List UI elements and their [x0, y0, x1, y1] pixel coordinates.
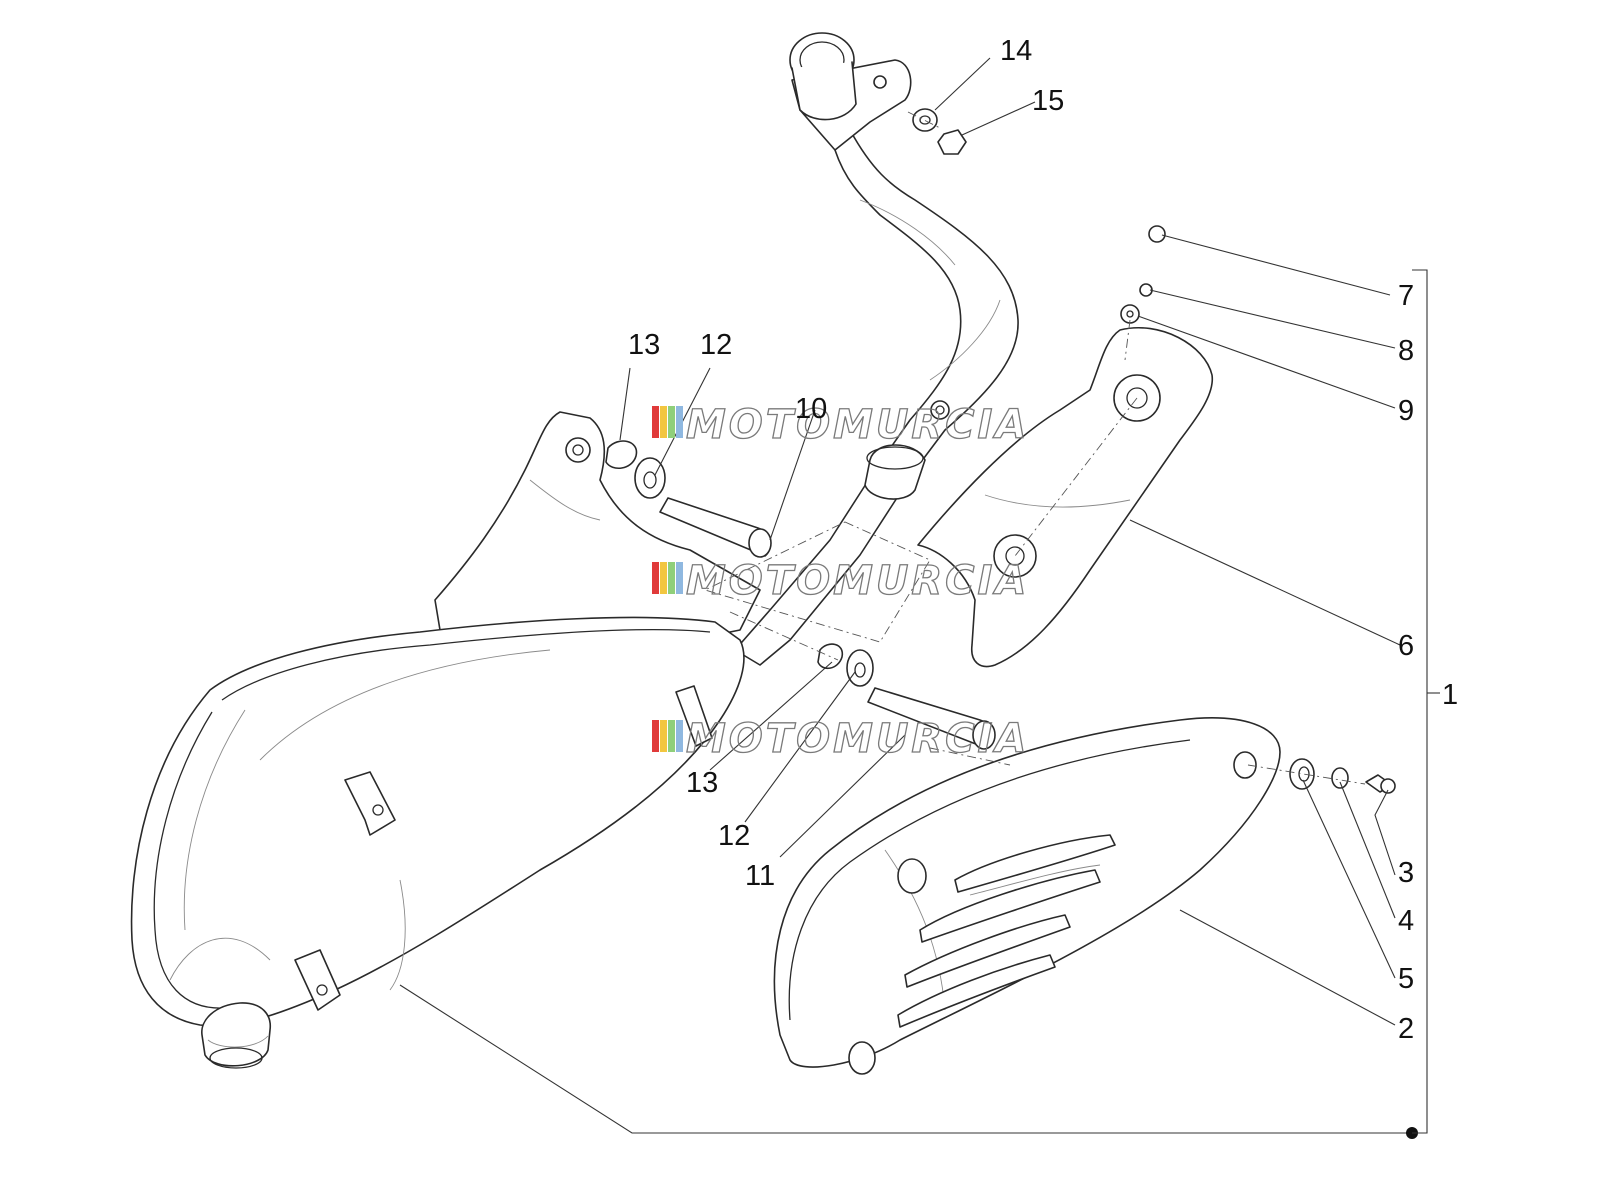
callout-labels: 14 15 7 8 9 13 12 10 6 1 3 4 5 13 12 11 … — [628, 35, 1458, 1045]
callout-13-lower: 13 — [686, 767, 718, 799]
callout-8: 8 — [1398, 335, 1414, 367]
callout-6: 6 — [1398, 630, 1414, 662]
callout-12-lower: 12 — [718, 820, 750, 852]
hardware — [605, 108, 1396, 794]
callout-9: 9 — [1398, 395, 1414, 427]
callout-4: 4 — [1398, 905, 1414, 937]
watermark-middle: MOTOMURCIA — [652, 557, 1029, 605]
callout-10: 10 — [795, 393, 827, 425]
callout-14: 14 — [1000, 35, 1032, 67]
watermark-text: MOTOMURCIA — [686, 558, 1029, 604]
callout-7: 7 — [1398, 280, 1414, 312]
watermark-bottom: MOTOMURCIA — [652, 715, 1029, 763]
callout-2: 2 — [1398, 1013, 1414, 1045]
watermark-top: MOTOMURCIA — [652, 401, 1029, 449]
callout-11: 11 — [745, 860, 775, 892]
callout-1: 1 — [1442, 679, 1458, 711]
watermark-text: MOTOMURCIA — [686, 716, 1029, 762]
callout-3: 3 — [1398, 857, 1414, 889]
callout-12-upper: 12 — [700, 329, 732, 361]
watermark-text: MOTOMURCIA — [686, 402, 1029, 448]
exhaust-pipe — [734, 32, 1019, 666]
assembly-lines — [703, 111, 1366, 785]
muffler-cover — [773, 717, 1281, 1075]
callout-13-upper: 13 — [628, 329, 660, 361]
callout-15: 15 — [1032, 85, 1064, 117]
leader-lines — [399, 57, 1440, 1139]
callout-5: 5 — [1398, 963, 1414, 995]
